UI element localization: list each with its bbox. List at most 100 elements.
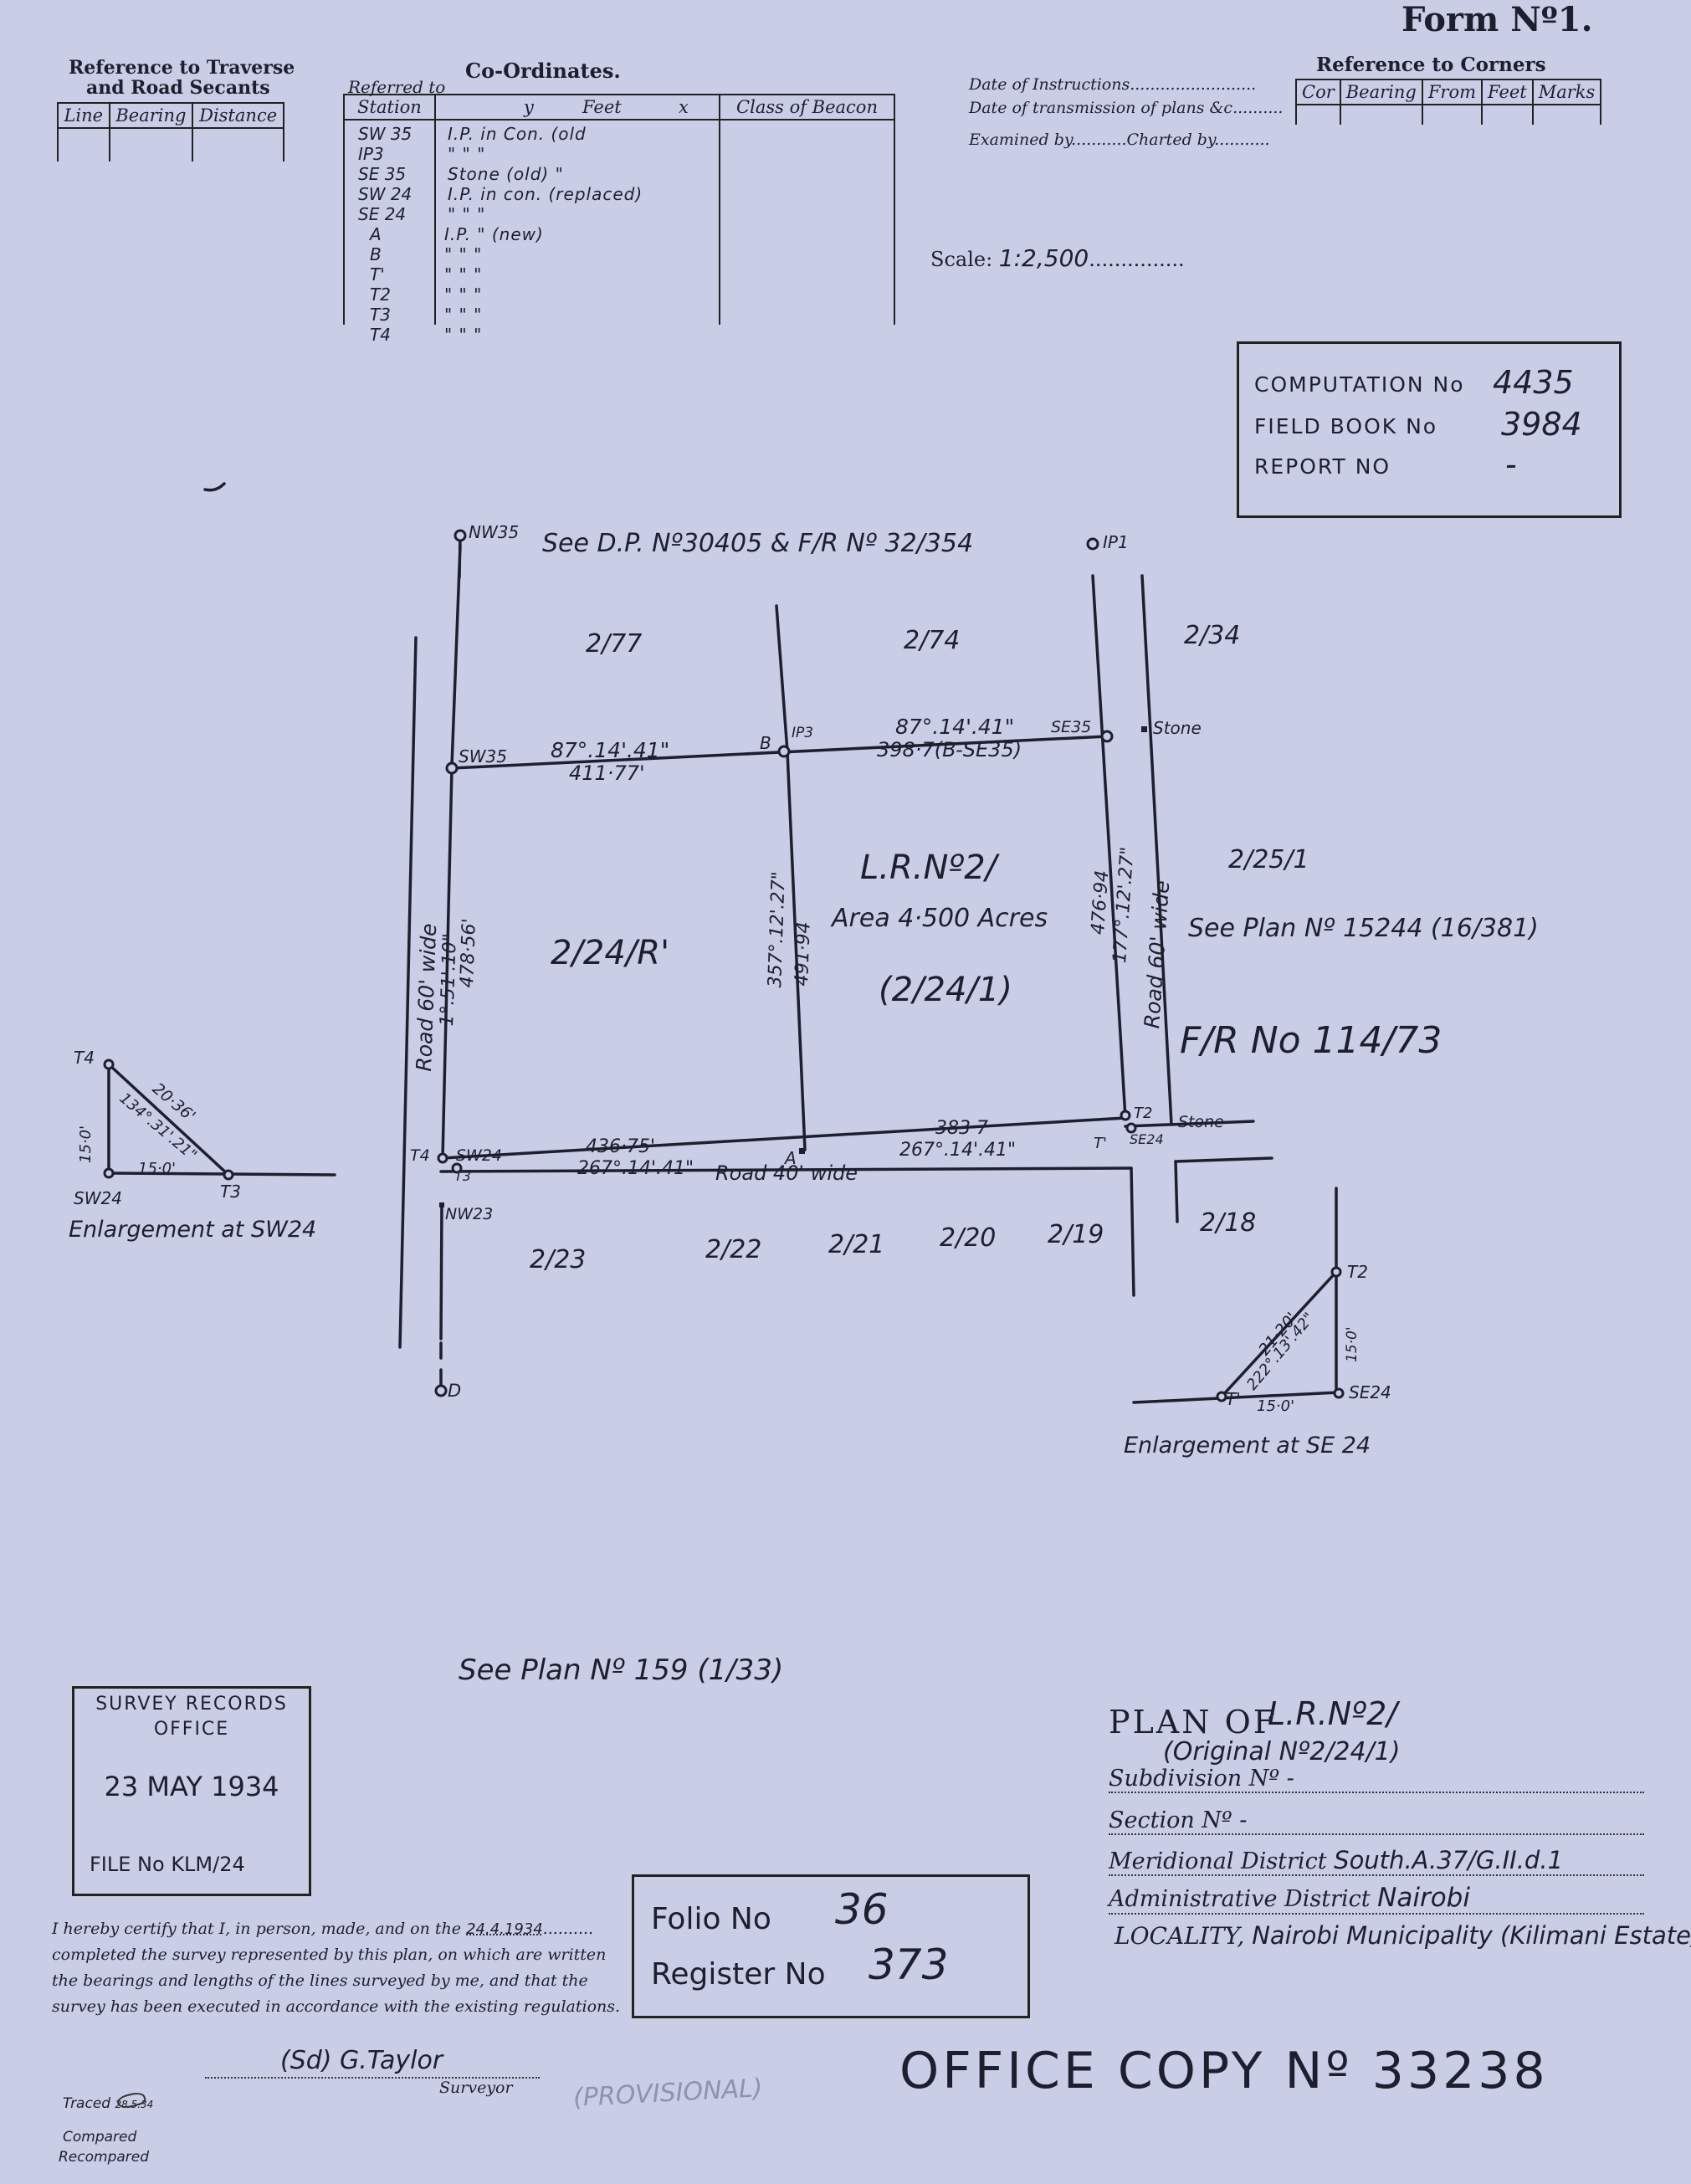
folio-box: Folio No 36 Register No 373 (632, 1874, 1030, 2018)
coord-station: SW 24 (358, 184, 413, 204)
enl-t4-marker (103, 1059, 115, 1070)
parcel-2-77: 2/77 (586, 629, 643, 659)
survey-records-line1: SURVEY RECORDS (95, 1694, 288, 1715)
coordinates-referred-to: Referred to (348, 77, 446, 97)
coord-station: IP3 (358, 144, 384, 164)
station-ip1: IP1 (1103, 532, 1129, 552)
date-instructions: Date of Instructions....................… (969, 75, 1257, 94)
coord-header-y: y (524, 97, 534, 117)
station-stone-2: Stone (1178, 1113, 1224, 1131)
coord-header-beacon: Class of Beacon (719, 94, 895, 120)
survey-records-date: 23 MAY 1934 (104, 1771, 279, 1802)
enl-sw24-sw24: SW24 (74, 1188, 122, 1208)
ref-corners-header-from: From (1421, 79, 1483, 105)
meridional-row: Meridional District South.A.37/G.II.d.1 (1109, 1846, 1644, 1876)
mid-bearing: 357°.12'.27" (765, 870, 790, 988)
coord-station: SE 24 (358, 204, 407, 224)
north-bearing-1: 87°.14'.41" (551, 738, 670, 762)
enl-se24-horizontal-distance: 15·0' (1257, 1397, 1295, 1415)
nw23-marker (439, 1202, 444, 1207)
east-boundary (1091, 574, 1127, 1120)
coord-beacon-class: I.P. in Con. (old (448, 124, 587, 144)
coord-beacon-class: " " " (444, 325, 483, 345)
admin-row: Administrative District Nairobi (1109, 1883, 1644, 1915)
office-copy: OFFICE COPY Nº 33238 (899, 2042, 1549, 2100)
ref-traverse-table: Line Bearing Distance (57, 102, 284, 161)
enl-sw24-t3: T3 (220, 1182, 241, 1202)
south-distance-2: 383·7 (935, 1118, 988, 1139)
coord-beacon-class: " " " (448, 204, 486, 224)
fr-number: F/R No 114/73 (1180, 1019, 1442, 1062)
station-sw24: SW24 (456, 1146, 503, 1165)
b-marker (777, 745, 791, 758)
ref-corners-title: Reference to Corners (1316, 54, 1546, 76)
parcel-2-22: 2/22 (705, 1235, 762, 1264)
south-distance-1: 436·75' (586, 1136, 656, 1157)
west-road-inner-upper (450, 544, 462, 767)
station-se24: SE24 (1130, 1131, 1164, 1147)
enl-sw24-hyp (107, 1063, 230, 1177)
plan-of-original: (Original Nº2/24/1) (1163, 1737, 1401, 1766)
certification: I hereby certify that I, in person, made… (52, 1920, 621, 2016)
admin-value: Nairobi (1377, 1883, 1470, 1913)
meridional-value: South.A.37/G.II.d.1 (1334, 1846, 1564, 1874)
station-t3: T3 (454, 1168, 471, 1184)
see-dp-note: See D.P. Nº30405 & F/R Nº 32/354 (542, 529, 974, 558)
west-boundary (441, 766, 453, 1160)
coordinates-table: Station y Feet x Class of Beacon (343, 94, 895, 325)
d-marker (434, 1384, 448, 1397)
west-distance: 478·56' (457, 918, 480, 988)
parcel-2-74: 2/74 (904, 626, 961, 655)
ref-traverse-header-distance: Distance (192, 102, 284, 129)
ref-traverse-header-bearing: Bearing (108, 102, 194, 129)
computation-label: COMPUTATION No (1254, 372, 1465, 397)
compared-label: Compared (63, 2129, 137, 2146)
lr-number: L.R.Nº2/ (860, 848, 997, 887)
coord-beacon-class: I.P. " (new) (444, 224, 544, 244)
south-road-se (1130, 1166, 1135, 1297)
see-plan-15244: See Plan Nº 15244 (16/381) (1188, 914, 1539, 943)
enl-se24-t2: T2 (1347, 1262, 1368, 1282)
enl-t1-marker (1216, 1391, 1227, 1402)
stray-mark (203, 482, 226, 492)
date-transmission: Date of transmission of plans &c........… (969, 99, 1284, 117)
locality-value: Nairobi Municipality (Kilimani Estate) (1252, 1921, 1691, 1950)
coord-station: SW 35 (358, 124, 413, 144)
station-b-ip3: IP3 (792, 725, 814, 741)
ref-corners-table: Cor Bearing From Feet Marks (1295, 79, 1602, 125)
north-distance-2: 398·7(B-SE35) (877, 738, 1022, 761)
station-t4: T4 (410, 1146, 430, 1165)
enl-sw24-marker (103, 1167, 115, 1179)
parcel-2-34: 2/34 (1184, 621, 1241, 650)
station-b: B (760, 733, 771, 753)
survey-records-stamp: SURVEY RECORDS OFFICE 23 MAY 1934 FILE N… (72, 1686, 311, 1896)
parcel-area: Area 4·500 Acres (832, 904, 1048, 933)
nw23-line (439, 1203, 443, 1341)
scale-value: 1:2,500 (998, 244, 1089, 272)
enl-sw24-t4: T4 (74, 1048, 95, 1068)
east-road-outer (1140, 574, 1173, 1126)
surveyor-role: Surveyor (439, 2079, 513, 2097)
station-t1: T' (1094, 1135, 1107, 1152)
parcel-2-25-1: 2/25/1 (1228, 845, 1309, 874)
parcel-2-21: 2/21 (828, 1230, 885, 1259)
admin-label: Administrative District (1109, 1886, 1371, 1912)
enl-sw24-vertical-distance: 15·0' (77, 1125, 95, 1163)
west-road-label: Road 60' wide (412, 923, 442, 1073)
coord-header-x: x (679, 97, 689, 117)
station-a: A (785, 1148, 797, 1168)
east-road-south-down (1174, 1160, 1179, 1223)
office-copy-label: OFFICE COPY Nº (899, 2042, 1353, 2100)
nw35-marker (453, 529, 467, 542)
north-distance-1: 411·77' (569, 761, 645, 785)
folio-label: Folio No (651, 1902, 771, 1936)
fieldbook-label: FIELD BOOK No (1254, 414, 1438, 438)
coord-beacon-class: Stone (old) " (448, 164, 564, 184)
section-value: - (1239, 1807, 1248, 1833)
west-road-outer-line (398, 636, 418, 1349)
coord-station: SE 35 (358, 164, 407, 184)
coord-beacon-class: I.P. in con. (replaced) (448, 184, 643, 204)
coord-beacon-class: " " " (444, 305, 483, 325)
parcel-2-19: 2/19 (1048, 1220, 1104, 1249)
